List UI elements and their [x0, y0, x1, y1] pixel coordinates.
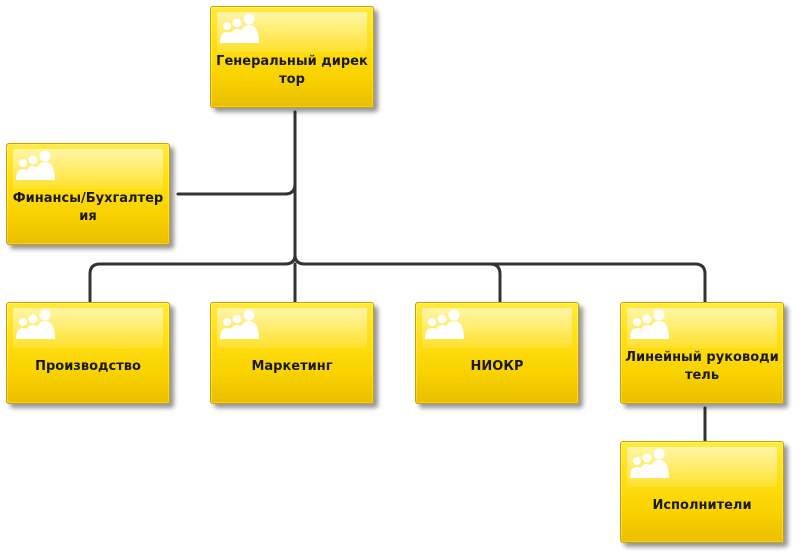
people-icon [14, 148, 56, 184]
people-icon [423, 307, 465, 343]
node-label-finance-accounting: Финансы/Бухгалтерия [12, 191, 164, 224]
people-icon [628, 307, 670, 343]
connector-bus-right [293, 253, 707, 304]
node-label-line-manager: Линейный руководитель [625, 350, 779, 383]
people-icon [14, 307, 56, 343]
people-icon [218, 307, 260, 343]
node-label-executors: Исполнители [652, 498, 752, 513]
node-production[interactable]: Производство [6, 302, 170, 404]
node-line-manager[interactable]: Линейный руководитель [620, 302, 784, 404]
people-icon [628, 446, 670, 482]
node-rnd[interactable]: НИОКР [415, 302, 579, 404]
node-executors[interactable]: Исполнители [620, 441, 784, 543]
node-label-general-director: Генеральный директор [216, 54, 368, 87]
people-icon [218, 11, 260, 47]
connector-rnd [488, 262, 502, 304]
node-general-director[interactable]: Генеральный директор [210, 6, 374, 108]
node-label-production: Производство [35, 359, 141, 374]
connector-bus-left [88, 253, 297, 304]
connector-finance [176, 182, 297, 196]
node-finance-accounting[interactable]: Финансы/Бухгалтерия [6, 143, 170, 245]
node-label-marketing: Маркетинг [251, 359, 333, 374]
node-marketing[interactable]: Маркетинг [210, 302, 374, 404]
node-label-rnd: НИОКР [470, 359, 524, 374]
